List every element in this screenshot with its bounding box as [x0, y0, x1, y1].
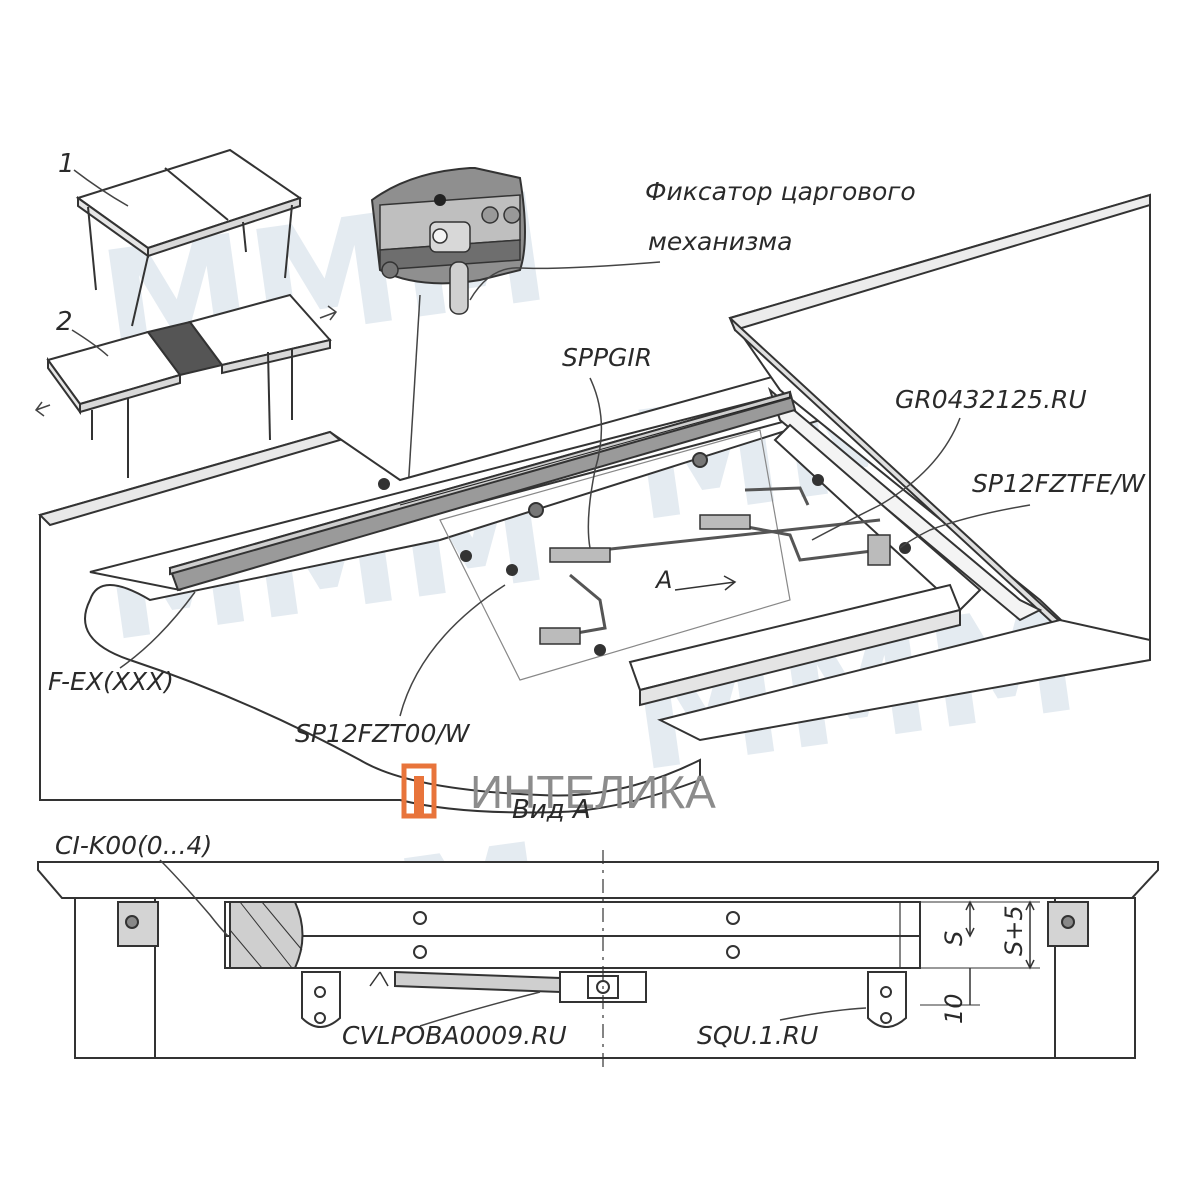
sppgir-label: SPPGIR: [562, 343, 652, 372]
fex-label: F-EX(XXX): [48, 667, 174, 696]
squ1-label: SQU.1.RU: [697, 1021, 818, 1050]
gr0432125-label: GR0432125.RU: [895, 385, 1087, 414]
view-a-title: Вид A: [512, 795, 591, 825]
dim-10: 10: [940, 993, 968, 1024]
brand-name: ИНТЕЛИКА: [470, 766, 716, 818]
step-1-number: 1: [58, 149, 75, 179]
fixator-label-line-2: механизма: [648, 227, 792, 256]
section-callouts: CI-K00(0...4) CVLPOBA0009.RU SQU.1.RU: [55, 831, 867, 1050]
section-view-a: [37, 850, 1159, 1068]
view-a-arrow-label: A: [654, 566, 672, 594]
cvlpoba-label: CVLPOBA0009.RU: [342, 1021, 567, 1050]
fixator-detail-zoom: [370, 167, 526, 541]
step-2-label: 2: [34, 305, 338, 417]
step-2-number: 2: [56, 307, 73, 337]
main-assembly-view: [38, 193, 1151, 814]
main-callouts: SPPGIR GR0432125.RU SP12FZTFE/W A F-EX(X…: [48, 343, 1146, 748]
fixator-callout: Фиксатор царгового механизма: [469, 177, 916, 301]
dim-s-plus-5: S+5: [1000, 905, 1028, 956]
table-extended-illustration: [46, 293, 332, 478]
ci-k00-label: CI-K00(0...4): [55, 831, 212, 860]
step-1-label: 1: [58, 149, 129, 207]
fixator-label-line-1: Фиксатор царгового: [645, 177, 916, 206]
sp12fzt00-label: SP12FZT00/W: [295, 719, 471, 748]
brand-logo: ИНТЕЛИКА: [401, 763, 716, 819]
table-closed-illustration: [75, 148, 303, 327]
sp12fztfe-label: SP12FZTFE/W: [972, 469, 1146, 498]
dim-s: S: [940, 931, 968, 946]
dimensions: [920, 900, 1040, 1006]
